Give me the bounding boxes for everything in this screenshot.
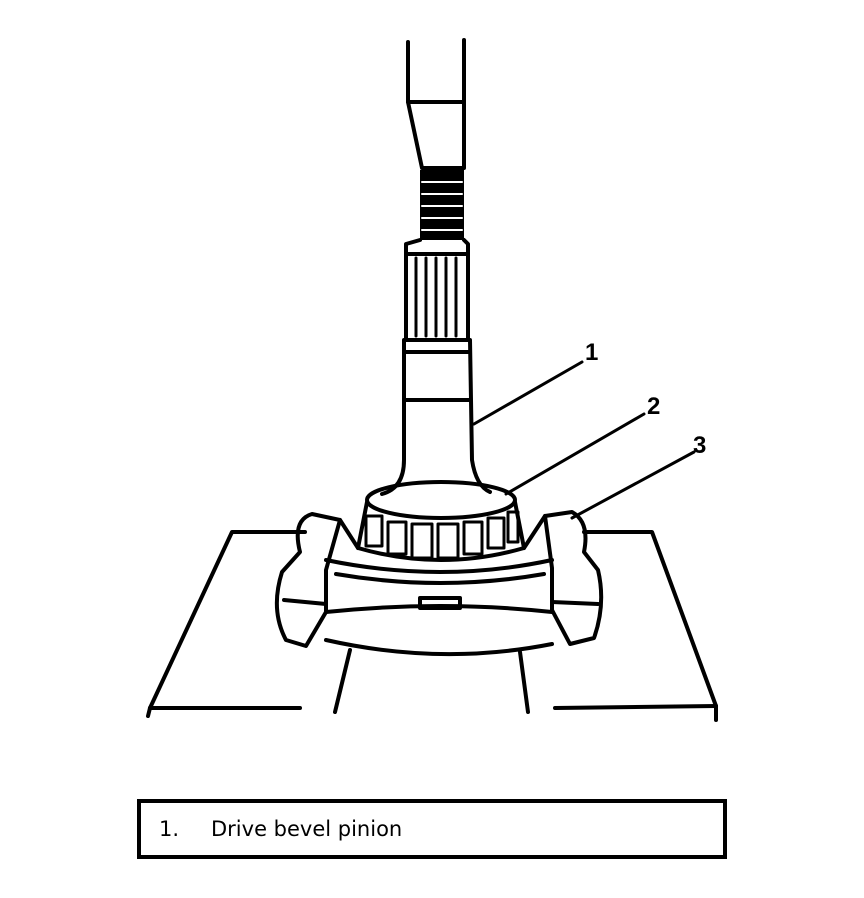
callout-3: 3 (693, 432, 707, 459)
callout-2: 2 (647, 393, 661, 420)
press-ram (406, 38, 466, 170)
splined-section (404, 252, 470, 342)
pinion-shaft (380, 338, 492, 496)
bearing-separator-fixture (274, 510, 604, 657)
press-table (146, 530, 718, 722)
tapered-roller-bearing (356, 480, 526, 562)
callout-1: 1 (585, 339, 599, 366)
threaded-section (404, 170, 470, 256)
legend-box: 1. Drive bevel pinion (137, 799, 727, 859)
legend-item-label: Drive bevel pinion (211, 817, 403, 841)
legend-item-number: 1. (159, 817, 180, 841)
leader-lines (472, 360, 696, 520)
